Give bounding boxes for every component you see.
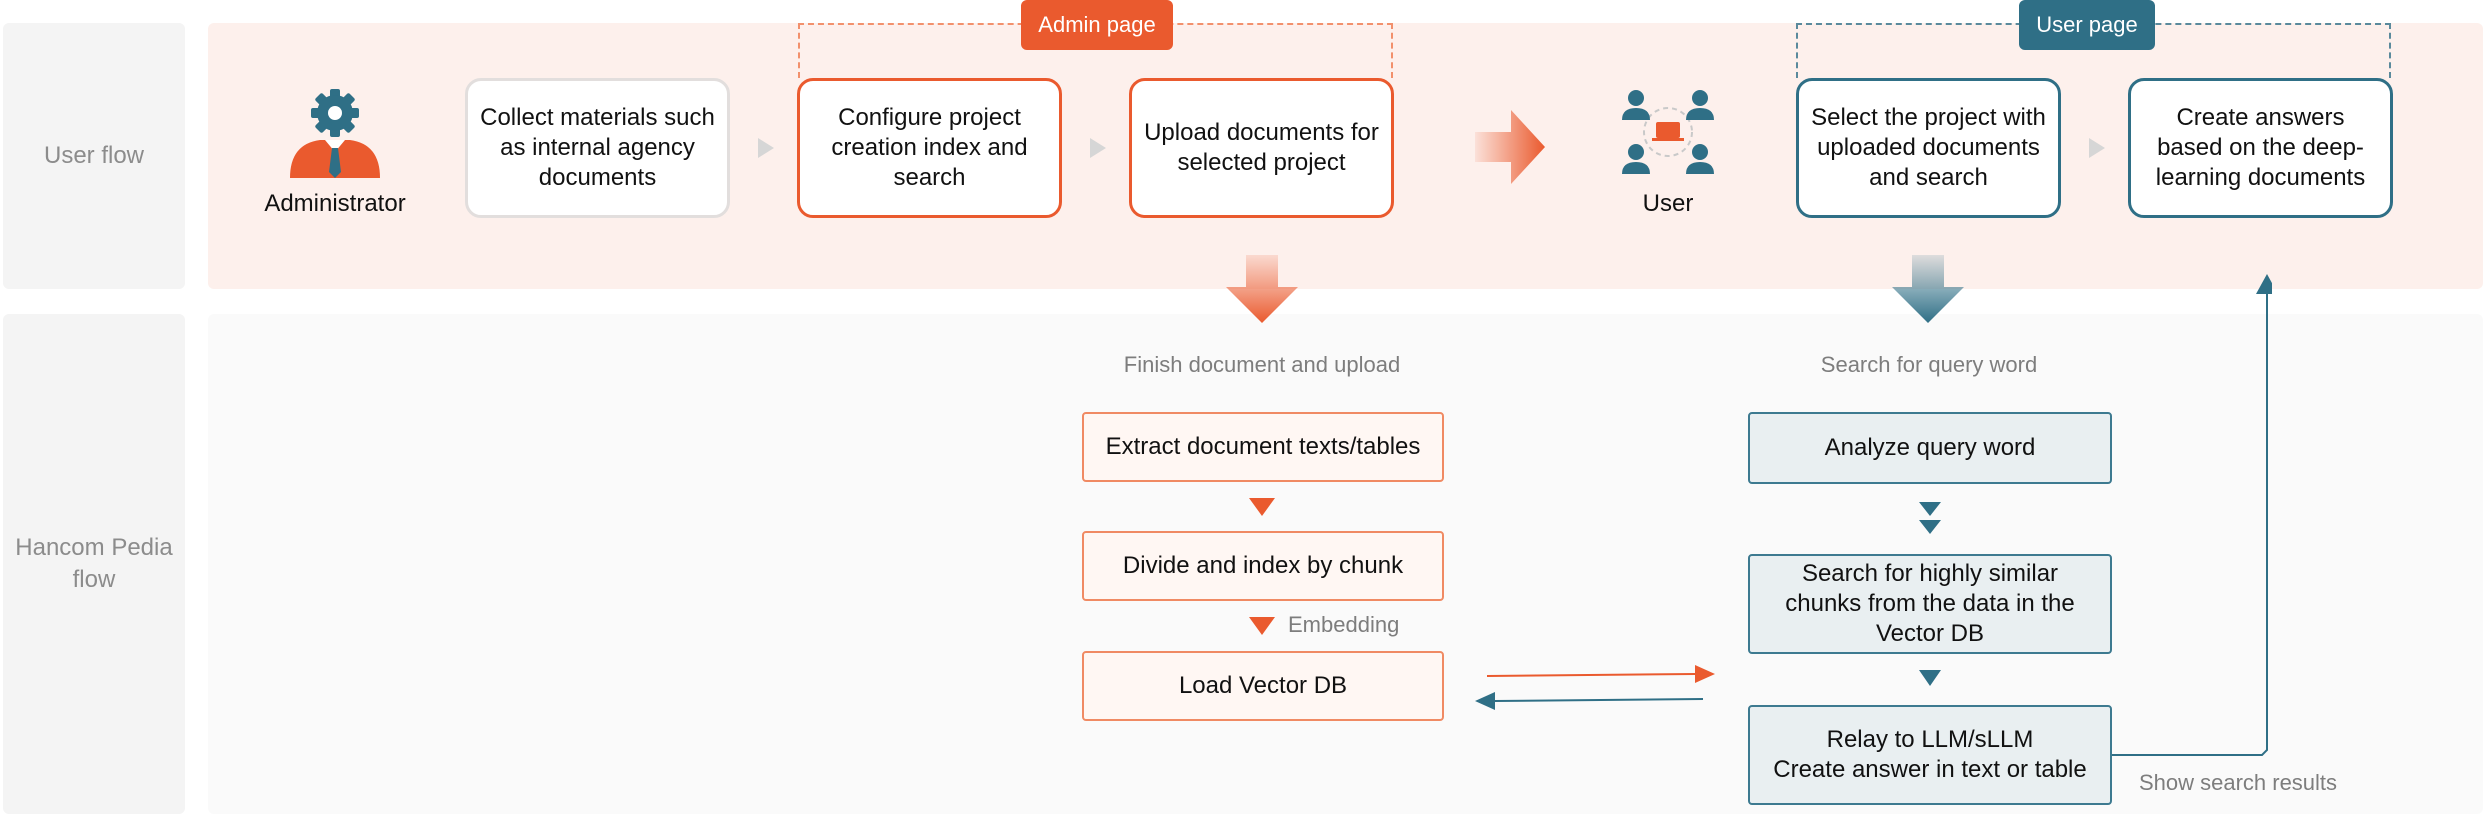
admin-steps-caption: Finish document and upload	[1123, 352, 1401, 377]
user-steps-caption: Search for query word	[1820, 352, 2038, 377]
administrator-label: Administrator	[264, 190, 406, 217]
configure-project-text: Configure project creation index and sea…	[831, 104, 1028, 191]
administrator-gear-icon	[290, 89, 380, 178]
relay-llm-line1: Relay to LLM/sLLM	[1826, 726, 2034, 753]
select-project-text: Select the project with uploaded documen…	[1811, 104, 2046, 191]
upload-documents-box: Upload documents for selected project	[1129, 78, 1394, 218]
show-results-return-arrow	[2112, 274, 2272, 756]
collect-materials-box: Collect materials such as internal agenc…	[465, 78, 730, 218]
relay-llm-step: Relay to LLM/sLLM Create answer in text …	[1748, 705, 2112, 805]
upload-documents-text: Upload documents for selected project	[1144, 119, 1379, 176]
user-down-arrow	[1892, 255, 1964, 323]
lane-label-user-flow-text: User flow	[43, 142, 145, 169]
arrow-extract-to-divide	[1249, 498, 1275, 516]
load-vector-db-step: Load Vector DB	[1082, 651, 1444, 721]
user-page-badge: User page	[2019, 0, 2155, 50]
load-vector-db-text: Load Vector DB	[1178, 672, 1348, 699]
admin-down-arrow	[1226, 255, 1298, 323]
arrow-collect-to-configure	[758, 138, 774, 158]
divide-index-step: Divide and index by chunk	[1082, 531, 1444, 601]
create-answers-box: Create answers based on the deep-learnin…	[2128, 78, 2393, 218]
collect-materials-text: Collect materials such as internal agenc…	[480, 104, 715, 191]
arrow-analyze-to-search	[1919, 502, 1941, 534]
arrow-select-to-create	[2089, 138, 2105, 158]
search-chunks-step: Search for highly similar chunks from th…	[1748, 554, 2112, 654]
configure-project-box: Configure project creation index and sea…	[797, 78, 1062, 218]
user-label: User	[1642, 190, 1694, 217]
arrow-search-to-relay	[1919, 670, 1941, 686]
show-results-label: Show search results	[2138, 770, 2338, 795]
analyze-query-text: Analyze query word	[1824, 434, 2036, 461]
relay-llm-line2: Create answer in text or table	[1773, 756, 2087, 783]
lane-label-hancom-flow: Hancom Pedia flow	[3, 314, 185, 814]
analyze-query-step: Analyze query word	[1748, 412, 2112, 484]
search-chunks-text: Search for highly similar chunks from th…	[1785, 560, 2075, 647]
create-answers-text: Create answers based on the deep-learnin…	[2155, 104, 2366, 191]
user-page-badge-text: User page	[2036, 12, 2138, 37]
lane-label-hancom-flow-text: Hancom Pedia flow	[15, 534, 173, 593]
embedding-label: Embedding	[1288, 612, 1400, 637]
vector-db-exchange-arrows	[1475, 665, 1715, 710]
admin-page-badge-text: Admin page	[1038, 12, 1156, 37]
divide-index-text: Divide and index by chunk	[1122, 552, 1404, 579]
select-project-box: Select the project with uploaded documen…	[1796, 78, 2061, 218]
arrow-configure-to-upload	[1090, 138, 1106, 158]
lane-label-user-flow: User flow	[3, 23, 185, 289]
transition-arrow-right	[1475, 110, 1545, 184]
extract-texts-step: Extract document texts/tables	[1082, 412, 1444, 482]
arrow-divide-to-load	[1249, 617, 1275, 635]
extract-texts-text: Extract document texts/tables	[1105, 433, 1421, 460]
users-network-icon	[1622, 90, 1714, 174]
admin-page-badge: Admin page	[1021, 0, 1173, 50]
